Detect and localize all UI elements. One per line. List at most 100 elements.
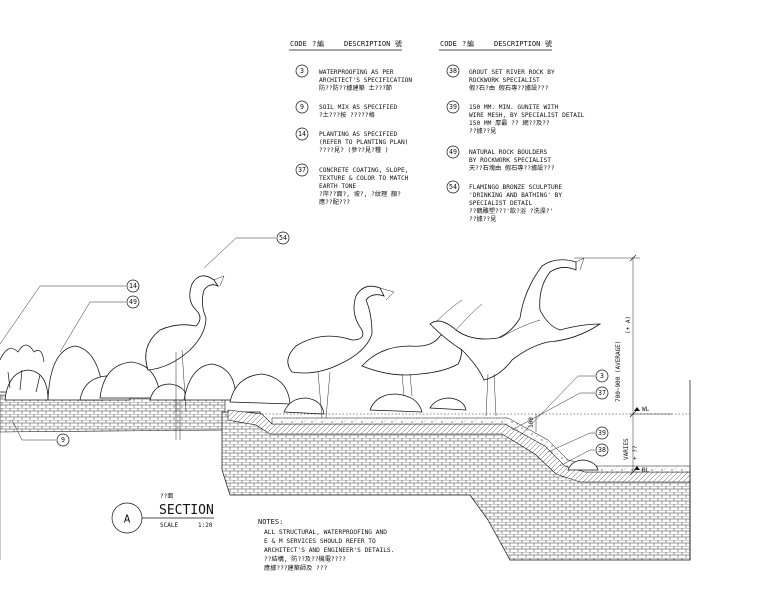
callout-54 <box>276 231 290 245</box>
legend-header-code: CODE <box>440 40 457 48</box>
scale-value: 1:20 <box>198 522 213 529</box>
callout-number: 38 <box>598 446 606 454</box>
section-title-block: A ??面 SECTION SCALE 1:20 <box>111 493 214 534</box>
code-number: 9 <box>300 103 304 111</box>
notes-line: ALL STRUCTURAL, WATERPROOFING AND <box>264 529 387 536</box>
bl-marker <box>634 466 640 470</box>
legend-line: 防??防??據建築 土???節 <box>319 84 392 92</box>
legend-header-right: CODE ? 編 DESCRIPTION 號 <box>439 39 552 51</box>
legend-header-left: CODE ? 編 DESCRIPTION 號 <box>289 39 402 51</box>
code-number: 38 <box>449 67 457 75</box>
leader-line <box>519 375 595 437</box>
boulders <box>0 344 599 471</box>
flamingo-beak <box>575 257 585 271</box>
legend-entry-37: 37 CONCRETE COATING, SLOPE, TEXTURE & CO… <box>295 163 409 206</box>
legend-line: WATERPROOFING AS PER <box>319 69 394 76</box>
boulder <box>4 369 49 401</box>
legend-header-description: DESCRIPTION <box>344 40 390 48</box>
code-number: 37 <box>298 166 306 174</box>
legend-line: ROCKWORK SPECIALIST <box>469 77 540 84</box>
boulder <box>229 373 291 405</box>
legend-line: ????見? (參??見?種 ) <box>319 146 388 154</box>
callouts: 54 14 49 9 3 37 39 38 <box>0 231 609 467</box>
legend-header-description: DESCRIPTION <box>494 40 540 48</box>
callout-number: 14 <box>129 282 137 290</box>
dim-height-label-2: (+ A) <box>625 316 632 334</box>
leader-line <box>547 432 595 453</box>
callout-number: 39 <box>598 429 606 437</box>
legend-entry-9: 9 SOIL MIX AS SPECIFIED ?土???按 ?????格 <box>295 100 398 119</box>
dim-depth-label: 100 <box>528 417 535 428</box>
legend-line: 應??配??? <box>319 198 350 206</box>
legend-line: 天??石塊由 假石專??據設??? <box>469 164 555 172</box>
callout-39 <box>595 426 609 440</box>
leader-line <box>203 237 276 269</box>
legend-line: 150 MM. MIN. GUNITE WITH <box>469 104 559 111</box>
boulder <box>369 393 423 413</box>
legend-line: SOIL MIX AS SPECIFIED <box>319 104 398 111</box>
legend-header-glyph: 編 <box>317 39 324 48</box>
legend-line: ?岸??面?, 坡?, ?紋理 顏? <box>319 190 401 198</box>
notes-line: ARCHITECT'S AND ENGINEER'S DETAILS. <box>264 547 394 554</box>
water-level-label: WL <box>642 406 650 413</box>
callout-14 <box>126 279 140 293</box>
legend-line: ??據??見 <box>469 127 496 135</box>
wing-feathers <box>435 299 541 339</box>
code-circle <box>446 64 460 78</box>
flamingo-body <box>145 275 220 371</box>
legend-header-glyph: 編 <box>467 39 474 48</box>
boulder <box>183 363 237 401</box>
flamingo-beak <box>379 287 395 301</box>
flamingo-center <box>287 285 395 419</box>
code-circle <box>446 145 460 159</box>
notes-heading: NOTES: <box>258 518 283 526</box>
leader-line <box>511 392 595 431</box>
planter-brick-base <box>0 394 226 433</box>
legend-line: SPECIALIST DETAIL <box>469 200 533 207</box>
legend-line: WIRE MESH, BY SPECIALIST DETAIL <box>469 112 585 119</box>
legend-entry-3: 3 WATERPROOFING AS PER ARCHITECT'S SPECI… <box>295 64 412 92</box>
flamingo-legs <box>175 349 187 413</box>
legend-header-glyph: 號 <box>395 39 402 48</box>
dimensions: 700~900 (AVERAGE) (+ A) WL VARIES + ?? B… <box>528 254 672 476</box>
callout-38 <box>595 443 609 457</box>
callout-number: 54 <box>279 234 287 242</box>
code-number: 14 <box>298 130 306 138</box>
callout-number: 3 <box>600 372 604 380</box>
callout-number: 49 <box>129 298 137 306</box>
scale-label: SCALE <box>160 522 178 529</box>
code-circle <box>446 180 460 194</box>
notes-line: ??結構, 防??及??機電???? <box>264 555 346 563</box>
legend-line: EARTH TONE <box>319 183 357 190</box>
dim-height-label: 700~900 (AVERAGE) <box>615 341 622 402</box>
notes-line: E & M SERVICES SHOULD REFER TO <box>264 538 376 545</box>
legend-header-glyph: ? <box>312 40 316 48</box>
flamingo-legs <box>401 373 413 397</box>
legend-line: TEXTURE & COLOR TO MATCH <box>319 175 409 182</box>
flamingo-legs <box>317 371 331 419</box>
callout-number: 9 <box>61 436 65 444</box>
flamingo-body <box>429 259 602 381</box>
leader-line <box>11 419 56 441</box>
legend-line: ARCHITECT'S SPECIFICATION <box>319 77 412 84</box>
leader-line <box>559 449 595 467</box>
leader-line <box>59 301 126 353</box>
boulder <box>283 397 325 415</box>
code-circle <box>446 100 460 114</box>
callout-3 <box>595 369 609 383</box>
callout-37 <box>595 386 609 400</box>
wl-marker <box>634 407 640 411</box>
legend-entry-38: 38 GROUT SET RIVER ROCK BY ROCKWORK SPEC… <box>446 64 555 92</box>
legend-entry-14: 14 PLANTING AS SPECIFIED (REFER TO PLANT… <box>295 127 408 154</box>
leader-line <box>0 285 126 345</box>
flamingo-beak <box>213 275 225 287</box>
flamingo-legs <box>485 373 497 417</box>
legend-line: BY ROCKWORK SPECIALIST <box>469 157 551 164</box>
code-number: 3 <box>300 67 304 75</box>
code-number: 49 <box>449 148 457 156</box>
section-title-cn: ??面 <box>160 493 173 500</box>
boulder <box>429 397 467 411</box>
notes-line: 應據???建築師及 ??? <box>264 564 327 572</box>
legend-line: FLAMINGO BRONZE SCULPTURE <box>469 184 562 191</box>
